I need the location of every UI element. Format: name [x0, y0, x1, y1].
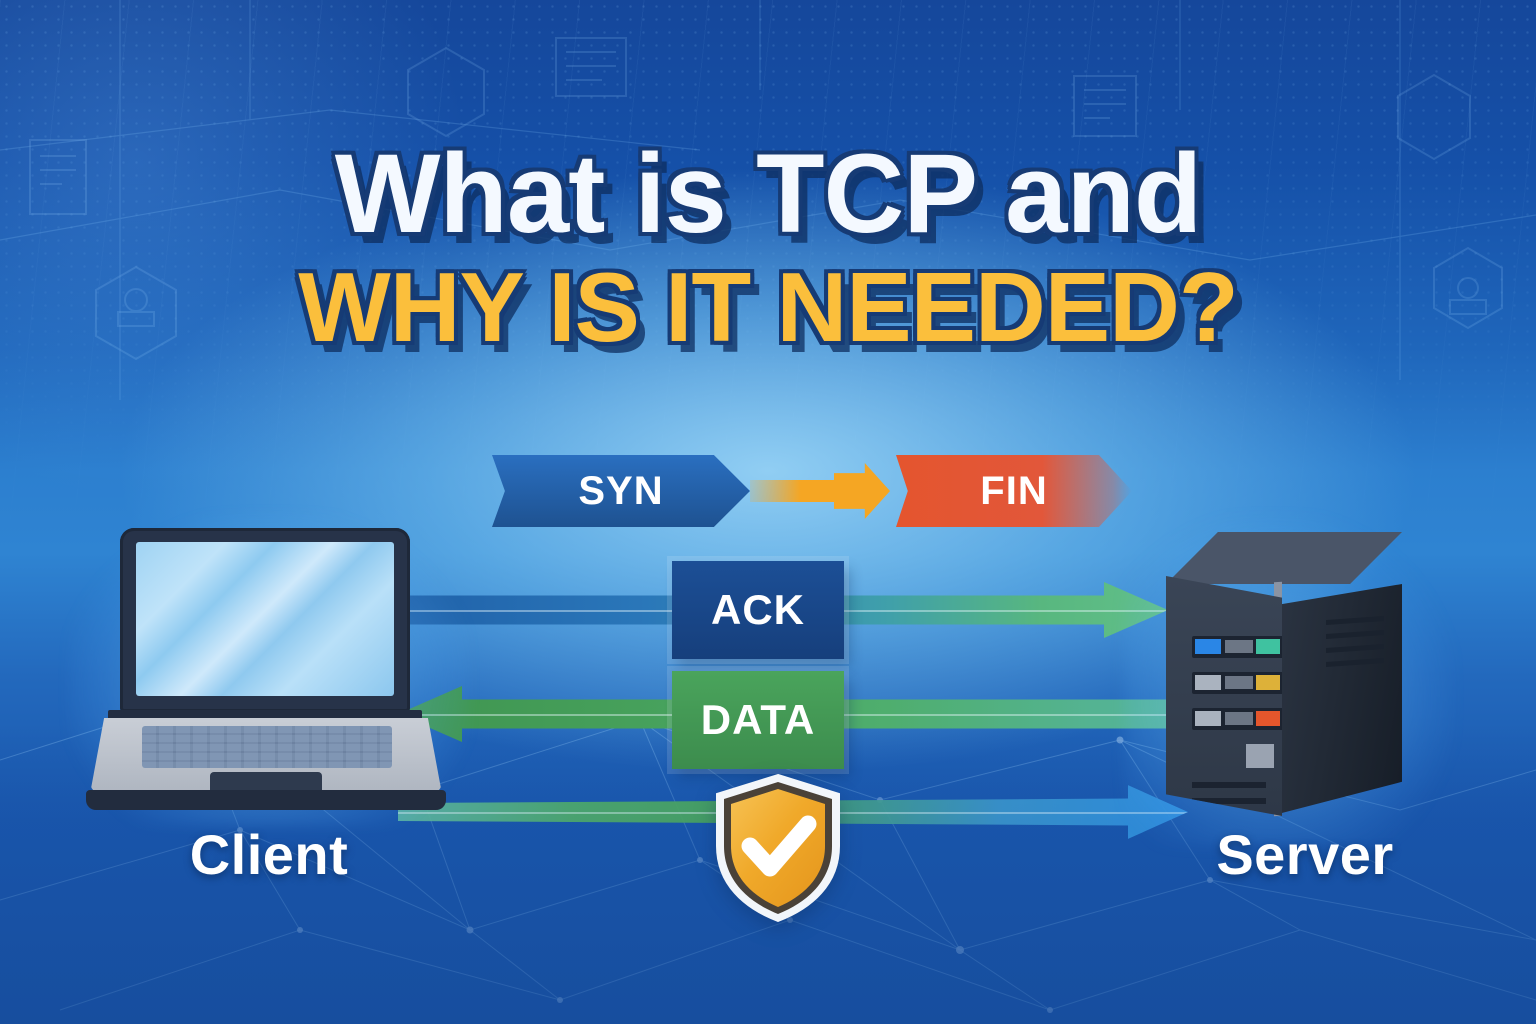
client-laptop [68, 514, 470, 826]
server-label: Server [1216, 823, 1394, 886]
server-bay-handle [1225, 712, 1253, 725]
ack-row: ACK [0, 561, 1536, 659]
server-side-panel [1278, 584, 1402, 814]
syn-label: SYN [578, 468, 664, 513]
data-label: DATA [700, 696, 816, 743]
data-row: DATA [0, 671, 1536, 769]
tcp-flow-diagram: SYN FIN ACK DATA [0, 455, 1536, 915]
handshake-arrow-icon [750, 463, 900, 519]
background-glow [0, 0, 520, 500]
title-line-secondary: WHY IS IT NEEDED? [298, 251, 1239, 362]
server-status-led [1256, 711, 1280, 726]
laptop-screen [136, 542, 394, 696]
server-drive-bay [1192, 672, 1282, 694]
client-label: Client [189, 823, 349, 886]
server-bay-indicator [1195, 711, 1221, 726]
ack-tag: ACK [672, 561, 844, 659]
handshake-arrow-shaft [750, 480, 842, 502]
server-slot [1192, 798, 1266, 804]
laptop-keyboard [142, 726, 392, 768]
server-vent [1326, 643, 1384, 654]
fin-label: FIN [980, 468, 1048, 513]
handshake-row: SYN FIN [492, 455, 1132, 527]
server-panel-button [1246, 744, 1274, 768]
page-title: What is TCP and WHY IS IT NEEDED? [0, 131, 1536, 362]
ack-label: ACK [711, 586, 805, 633]
server-tower [1124, 516, 1454, 846]
server-vent [1326, 629, 1384, 640]
server-status-led [1256, 675, 1280, 690]
server-bay-handle [1225, 676, 1253, 689]
data-tag: DATA [672, 671, 844, 769]
server-vent [1326, 657, 1384, 668]
server-status-led [1256, 639, 1280, 654]
title-line-primary: What is TCP and [334, 131, 1203, 256]
shield-check-icon [712, 772, 844, 924]
server-vent [1326, 615, 1384, 626]
server-bay-indicator [1195, 639, 1221, 654]
server-front-panel [1166, 576, 1282, 816]
server-bay-indicator [1195, 675, 1221, 690]
laptop-foot [86, 790, 446, 810]
syn-banner: SYN [492, 455, 750, 527]
laptop-lid [120, 528, 410, 712]
server-drive-bay [1192, 708, 1282, 730]
handshake-arrow-head [834, 463, 890, 519]
server-drive-bay [1192, 636, 1282, 658]
fin-banner: FIN [896, 455, 1132, 527]
server-bay-handle [1225, 640, 1253, 653]
server-slot [1192, 782, 1266, 788]
